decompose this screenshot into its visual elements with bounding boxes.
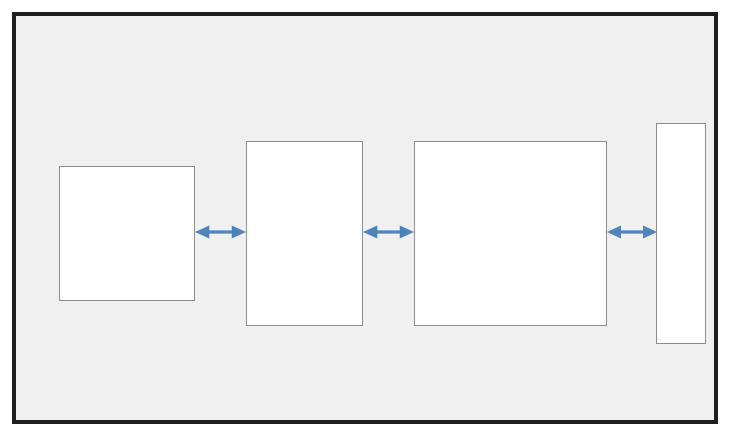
double-arrow-icon — [607, 222, 657, 242]
double-arrow-icon — [195, 222, 246, 242]
diagram-box-3 — [414, 141, 607, 326]
double-arrow-icon — [363, 222, 414, 242]
diagram-box-2 — [246, 141, 363, 326]
diagram-box-1 — [59, 166, 195, 301]
diagram-box-4 — [656, 123, 706, 344]
diagram-frame — [12, 12, 718, 424]
